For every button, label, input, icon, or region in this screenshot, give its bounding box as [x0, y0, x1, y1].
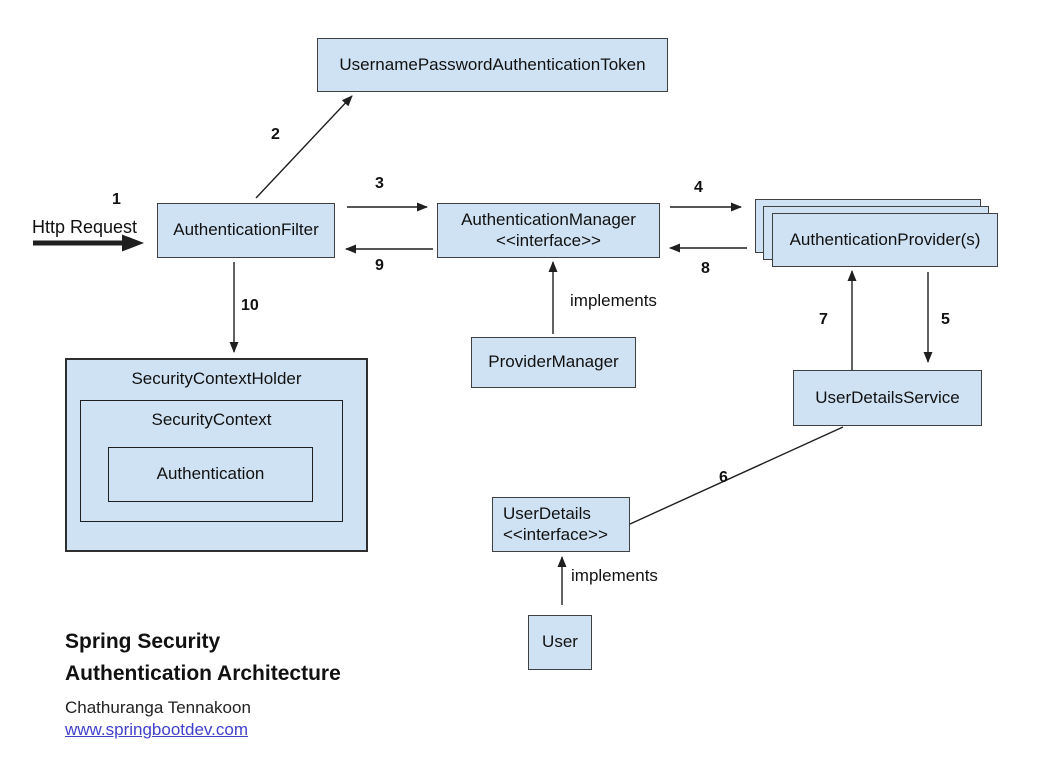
node-label-line2: <<interface>>: [503, 524, 608, 544]
node-user-details: UserDetails <<interface>>: [492, 497, 630, 552]
step-label-7: 7: [819, 311, 828, 328]
node-label: AuthenticationFilter: [173, 220, 319, 240]
step-label-9: 9: [375, 257, 384, 274]
node-label: UserDetailsService: [815, 387, 960, 407]
node-label: UsernamePasswordAuthenticationToken: [339, 54, 646, 74]
node-user: User: [528, 615, 592, 670]
website-link[interactable]: www.springbootdev.com: [65, 720, 248, 739]
step-label-5: 5: [941, 311, 950, 328]
implements-label-user: implements: [571, 566, 658, 585]
node-label-line1: AuthenticationManager: [461, 210, 636, 230]
node-label: ProviderManager: [488, 352, 619, 372]
node-label: Authentication: [156, 464, 265, 484]
diagram-title: Spring Security Authentication Architect…: [65, 626, 341, 690]
node-label-line1: UserDetails: [503, 504, 591, 524]
http-request-label: Http Request: [32, 217, 138, 237]
diagram-title-line2: Authentication Architecture: [65, 662, 341, 685]
node-authentication-providers: AuthenticationProvider(s): [772, 213, 998, 267]
author-name: Chathuranga Tennakoon: [65, 698, 251, 717]
node-authentication: Authentication: [108, 447, 313, 502]
node-authentication-filter: AuthenticationFilter: [157, 203, 335, 258]
node-label: AuthenticationProvider(s): [789, 229, 981, 249]
node-label: SecurityContextHolder: [131, 369, 302, 388]
node-provider-manager: ProviderManager: [471, 337, 636, 388]
line-step-6: [629, 426, 844, 525]
step-label-10: 10: [241, 297, 259, 314]
arrow-step-2: [255, 95, 353, 199]
implements-label-provider-manager: implements: [570, 291, 657, 310]
step-label-4: 4: [694, 179, 703, 196]
node-label: SecurityContext: [151, 410, 272, 429]
node-authentication-manager: AuthenticationManager <<interface>>: [437, 203, 660, 258]
step-label-8: 8: [701, 260, 710, 277]
diagram-title-line1: Spring Security: [65, 630, 221, 653]
node-user-details-service: UserDetailsService: [793, 370, 982, 426]
node-username-password-authentication-token: UsernamePasswordAuthenticationToken: [317, 38, 668, 92]
step-label-3: 3: [375, 175, 384, 192]
step-label-6: 6: [719, 469, 728, 486]
step-label-2: 2: [271, 126, 280, 143]
node-label: User: [542, 632, 578, 652]
node-label-line2: <<interface>>: [496, 230, 601, 250]
step-label-1: 1: [112, 191, 121, 208]
